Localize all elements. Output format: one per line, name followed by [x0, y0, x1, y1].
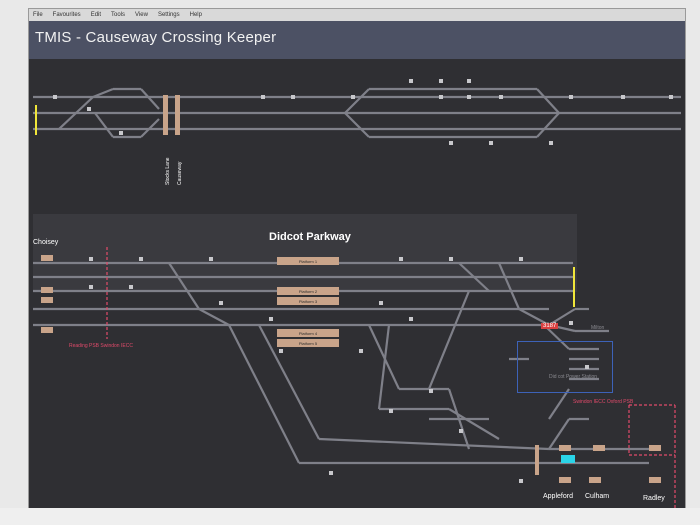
cholsey-label: Choisey	[33, 239, 59, 246]
platform-4: Platform 4	[277, 329, 339, 337]
crossing-barrier-causeway[interactable]	[175, 95, 180, 135]
platform-block	[559, 445, 571, 451]
station-panel	[33, 214, 577, 292]
menu-favourites[interactable]: Favourites	[52, 12, 81, 18]
platform-block	[559, 477, 571, 483]
reading-swindon-boundary-label: Reading PSB Swindon IECC	[69, 343, 133, 349]
menu-bar: File Favourites Edit Tools View Settings…	[29, 9, 685, 21]
platform-5: Platform 5	[277, 339, 339, 347]
platform-block	[41, 255, 53, 261]
platform-2: Platform 2	[277, 287, 339, 295]
menu-view[interactable]: View	[135, 12, 148, 18]
milton-label: Milton	[591, 325, 605, 331]
menu-help[interactable]: Help	[189, 12, 202, 18]
platform-block	[41, 287, 53, 293]
station-name: Didcot Parkway	[269, 231, 351, 243]
platform-block	[649, 477, 661, 483]
platform-block	[593, 445, 605, 451]
radley-label: Radley	[643, 495, 665, 502]
power-station-label: Did cot Power Station	[549, 374, 598, 380]
menu-settings[interactable]: Settings	[157, 12, 180, 18]
monitor-screen: File Favourites Edit Tools View Settings…	[28, 8, 686, 522]
platform-block	[41, 297, 53, 303]
crossing-barrier[interactable]	[535, 445, 539, 475]
appleford-label: Appleford	[543, 493, 573, 500]
monitor-bezel	[0, 508, 700, 525]
causeway-label: Causeway	[177, 161, 183, 185]
power-station-box	[517, 341, 613, 393]
menu-file[interactable]: File	[33, 12, 43, 18]
platform-3: Platform 3	[277, 297, 339, 305]
train-describer-cyan[interactable]	[561, 455, 575, 463]
signal-markers	[53, 79, 673, 483]
crossing-barrier-stocks-lane[interactable]	[163, 95, 168, 135]
platform-block	[41, 327, 53, 333]
culham-label: Culham	[585, 493, 610, 500]
platform-block	[649, 445, 661, 451]
buffer-stop-marker	[35, 105, 37, 135]
buffer-stop-marker	[573, 267, 575, 307]
swindon-oxford-boundary-label: Swindon IECC Oxford PSB	[573, 399, 634, 405]
platform-block	[589, 477, 601, 483]
platform-1: Platform 1	[277, 257, 339, 265]
menu-edit[interactable]: Edit	[90, 12, 102, 18]
app-title-bar	[29, 21, 685, 59]
train-headcode[interactable]: 3187	[541, 323, 559, 329]
boundary-lines	[106, 247, 676, 521]
app-title: TMIS - Causeway Crossing Keeper	[35, 29, 277, 46]
menu-tools[interactable]: Tools	[111, 12, 126, 18]
stocks-lane-label: Stocks Lane	[165, 157, 171, 185]
track-diagram	[33, 79, 681, 521]
upper-tracks	[33, 87, 681, 139]
